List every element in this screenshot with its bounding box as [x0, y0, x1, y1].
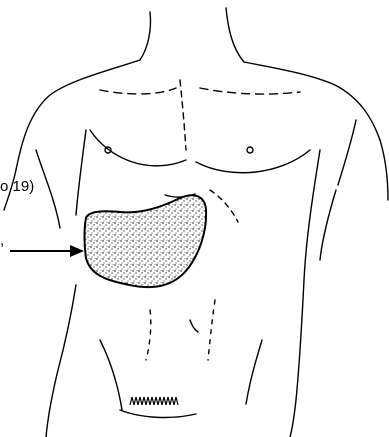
annotation-label-bottom: ,	[0, 233, 4, 248]
annotation-label-top: o 19)	[0, 179, 34, 194]
pubic-hair-sketch	[130, 397, 178, 405]
arrow-right-icon	[10, 245, 84, 257]
liver-organ	[85, 195, 207, 287]
